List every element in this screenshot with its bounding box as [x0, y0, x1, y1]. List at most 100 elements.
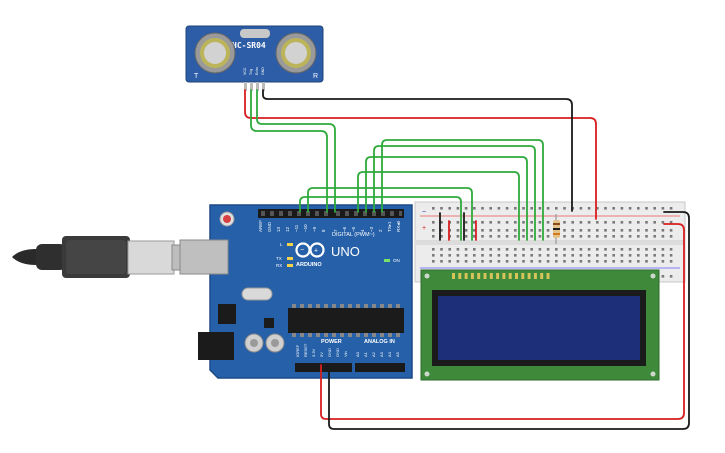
- breadboard-hole[interactable]: [514, 229, 517, 232]
- lcd-pin[interactable]: [464, 273, 468, 279]
- breadboard-hole[interactable]: [522, 229, 525, 232]
- breadboard-hole[interactable]: [620, 248, 624, 251]
- breadboard-hole[interactable]: [464, 221, 468, 224]
- breadboard-hole[interactable]: [481, 229, 484, 232]
- resistor[interactable]: [553, 214, 560, 244]
- breadboard-hole[interactable]: [612, 207, 615, 210]
- breadboard-hole[interactable]: [514, 260, 517, 263]
- breadboard-hole[interactable]: [661, 235, 665, 238]
- breadboard-hole[interactable]: [546, 248, 550, 251]
- breadboard-hole[interactable]: [587, 260, 591, 263]
- breadboard-hole[interactable]: [637, 254, 640, 257]
- breadboard-hole[interactable]: [571, 254, 574, 257]
- breadboard-hole[interactable]: [497, 254, 501, 257]
- breadboard-hole[interactable]: [530, 229, 533, 232]
- breadboard-hole[interactable]: [522, 221, 525, 224]
- breadboard-hole[interactable]: [456, 207, 460, 210]
- breadboard-hole[interactable]: [587, 207, 591, 210]
- lcd-pin[interactable]: [483, 273, 487, 279]
- breadboard-hole[interactable]: [645, 248, 648, 251]
- breadboard-hole[interactable]: [628, 221, 632, 224]
- lcd-pins[interactable]: [452, 273, 550, 279]
- breadboard-hole[interactable]: [620, 207, 624, 210]
- lcd-pin[interactable]: [546, 273, 550, 279]
- wire-sensor-gnd[interactable]: [262, 89, 573, 212]
- breadboard-hole[interactable]: [563, 221, 566, 224]
- breadboard-hole[interactable]: [596, 221, 599, 224]
- breadboard-hole[interactable]: [440, 248, 443, 251]
- breadboard-hole[interactable]: [522, 248, 525, 251]
- breadboard-hole[interactable]: [546, 229, 550, 232]
- breadboard-hole[interactable]: [489, 248, 492, 251]
- breadboard-hole[interactable]: [538, 221, 542, 224]
- breadboard-hole[interactable]: [538, 254, 542, 257]
- breadboard-hole[interactable]: [596, 248, 599, 251]
- breadboard-hole[interactable]: [604, 260, 607, 263]
- breadboard-hole[interactable]: [505, 221, 509, 224]
- breadboard-hole[interactable]: [514, 248, 517, 251]
- breadboard-hole[interactable]: [637, 248, 640, 251]
- breadboard-hole[interactable]: [505, 229, 509, 232]
- breadboard-hole[interactable]: [448, 248, 451, 251]
- breadboard-hole[interactable]: [579, 260, 583, 263]
- breadboard-hole[interactable]: [579, 229, 583, 232]
- breadboard-hole[interactable]: [620, 235, 624, 238]
- breadboard-hole[interactable]: [637, 207, 640, 210]
- breadboard-hole[interactable]: [522, 260, 525, 263]
- breadboard-hole[interactable]: [440, 260, 443, 263]
- digital-header[interactable]: [258, 209, 404, 218]
- breadboard-hole[interactable]: [456, 235, 460, 238]
- breadboard-hole[interactable]: [571, 221, 574, 224]
- breadboard-hole[interactable]: [448, 260, 451, 263]
- breadboard-hole[interactable]: [596, 254, 599, 257]
- breadboard-hole[interactable]: [473, 229, 476, 232]
- power-header[interactable]: [295, 363, 352, 372]
- breadboard-hole[interactable]: [464, 260, 468, 263]
- breadboard-hole[interactable]: [481, 254, 484, 257]
- breadboard-hole[interactable]: [464, 207, 468, 210]
- breadboard-hole[interactable]: [530, 260, 533, 263]
- breadboard-hole[interactable]: [432, 207, 435, 210]
- breadboard-hole[interactable]: [530, 221, 533, 224]
- breadboard-hole[interactable]: [456, 260, 460, 263]
- breadboard-hole[interactable]: [473, 254, 476, 257]
- breadboard-hole[interactable]: [661, 260, 665, 263]
- breadboard-hole[interactable]: [481, 221, 484, 224]
- breadboard-hole[interactable]: [481, 235, 484, 238]
- breadboard-hole[interactable]: [489, 260, 492, 263]
- breadboard-hole[interactable]: [661, 254, 665, 257]
- breadboard-hole[interactable]: [645, 229, 648, 232]
- breadboard-hole[interactable]: [497, 235, 501, 238]
- breadboard-hole[interactable]: [571, 260, 574, 263]
- breadboard-hole[interactable]: [661, 248, 665, 251]
- breadboard-hole[interactable]: [432, 229, 435, 232]
- breadboard-hole[interactable]: [571, 248, 574, 251]
- lcd-pin[interactable]: [540, 273, 544, 279]
- breadboard-hole[interactable]: [653, 235, 656, 238]
- breadboard-hole[interactable]: [661, 275, 665, 278]
- breadboard-hole[interactable]: [481, 260, 484, 263]
- breadboard-hole[interactable]: [637, 260, 640, 263]
- breadboard-hole[interactable]: [604, 221, 607, 224]
- breadboard-hole[interactable]: [530, 248, 533, 251]
- breadboard-hole[interactable]: [579, 221, 583, 224]
- breadboard-hole[interactable]: [555, 248, 558, 251]
- breadboard-hole[interactable]: [579, 207, 583, 210]
- breadboard-hole[interactable]: [587, 248, 591, 251]
- sensor-pin-trig[interactable]: [250, 82, 253, 91]
- breadboard-hole[interactable]: [596, 260, 599, 263]
- breadboard-hole[interactable]: [563, 229, 566, 232]
- breadboard-hole[interactable]: [637, 229, 640, 232]
- breadboard-hole[interactable]: [505, 235, 509, 238]
- breadboard-hole[interactable]: [473, 221, 476, 224]
- breadboard-hole[interactable]: [596, 207, 599, 210]
- breadboard-hole[interactable]: [604, 248, 607, 251]
- breadboard-hole[interactable]: [637, 235, 640, 238]
- breadboard-hole[interactable]: [612, 260, 615, 263]
- breadboard-hole[interactable]: [563, 260, 566, 263]
- breadboard-hole[interactable]: [563, 254, 566, 257]
- breadboard-hole[interactable]: [612, 254, 615, 257]
- breadboard-hole[interactable]: [653, 254, 656, 257]
- sensor-pin-gnd[interactable]: [262, 82, 265, 91]
- breadboard-hole[interactable]: [596, 235, 599, 238]
